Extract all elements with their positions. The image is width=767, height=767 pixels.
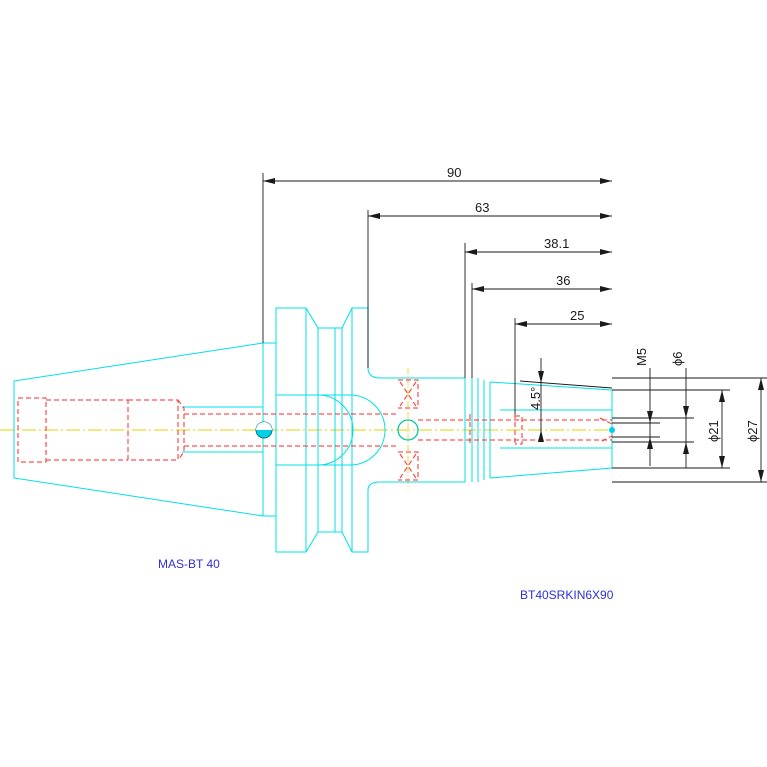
part-number-label: BT40SRKIN6X90 [520,588,614,602]
hidden-lines [17,379,613,481]
horizontal-dimensions [262,173,612,414]
dim-nose-length: 25 [570,308,584,323]
cross-hole-circle [397,419,419,441]
angle-arrow-bottom [538,430,544,442]
dim-taper-angle: 4.5° [528,387,543,410]
dim-flange-to-tip: 63 [475,200,489,215]
dim-overall-length: 90 [447,165,461,180]
dim-body-diameter: ϕ27 [745,420,760,442]
angle-arrow-top [538,371,544,383]
dim-taper-length: 36 [556,273,570,288]
origin-marker-quadrant [264,422,272,430]
dim-nose-diameter: ϕ21 [706,420,721,442]
vertical-dimensions [612,368,767,483]
origin-marker-quadrant-2 [256,422,264,430]
tip-point [609,427,615,433]
vertical-arrowheads [647,378,764,482]
dim-body-length: 38.1 [544,236,569,251]
dim-bore-diameter: ϕ6 [670,351,685,366]
dim-thread: M5 [634,348,649,366]
dimension-arrowheads [263,178,612,327]
taper-standard-label: MAS-BT 40 [158,557,220,571]
